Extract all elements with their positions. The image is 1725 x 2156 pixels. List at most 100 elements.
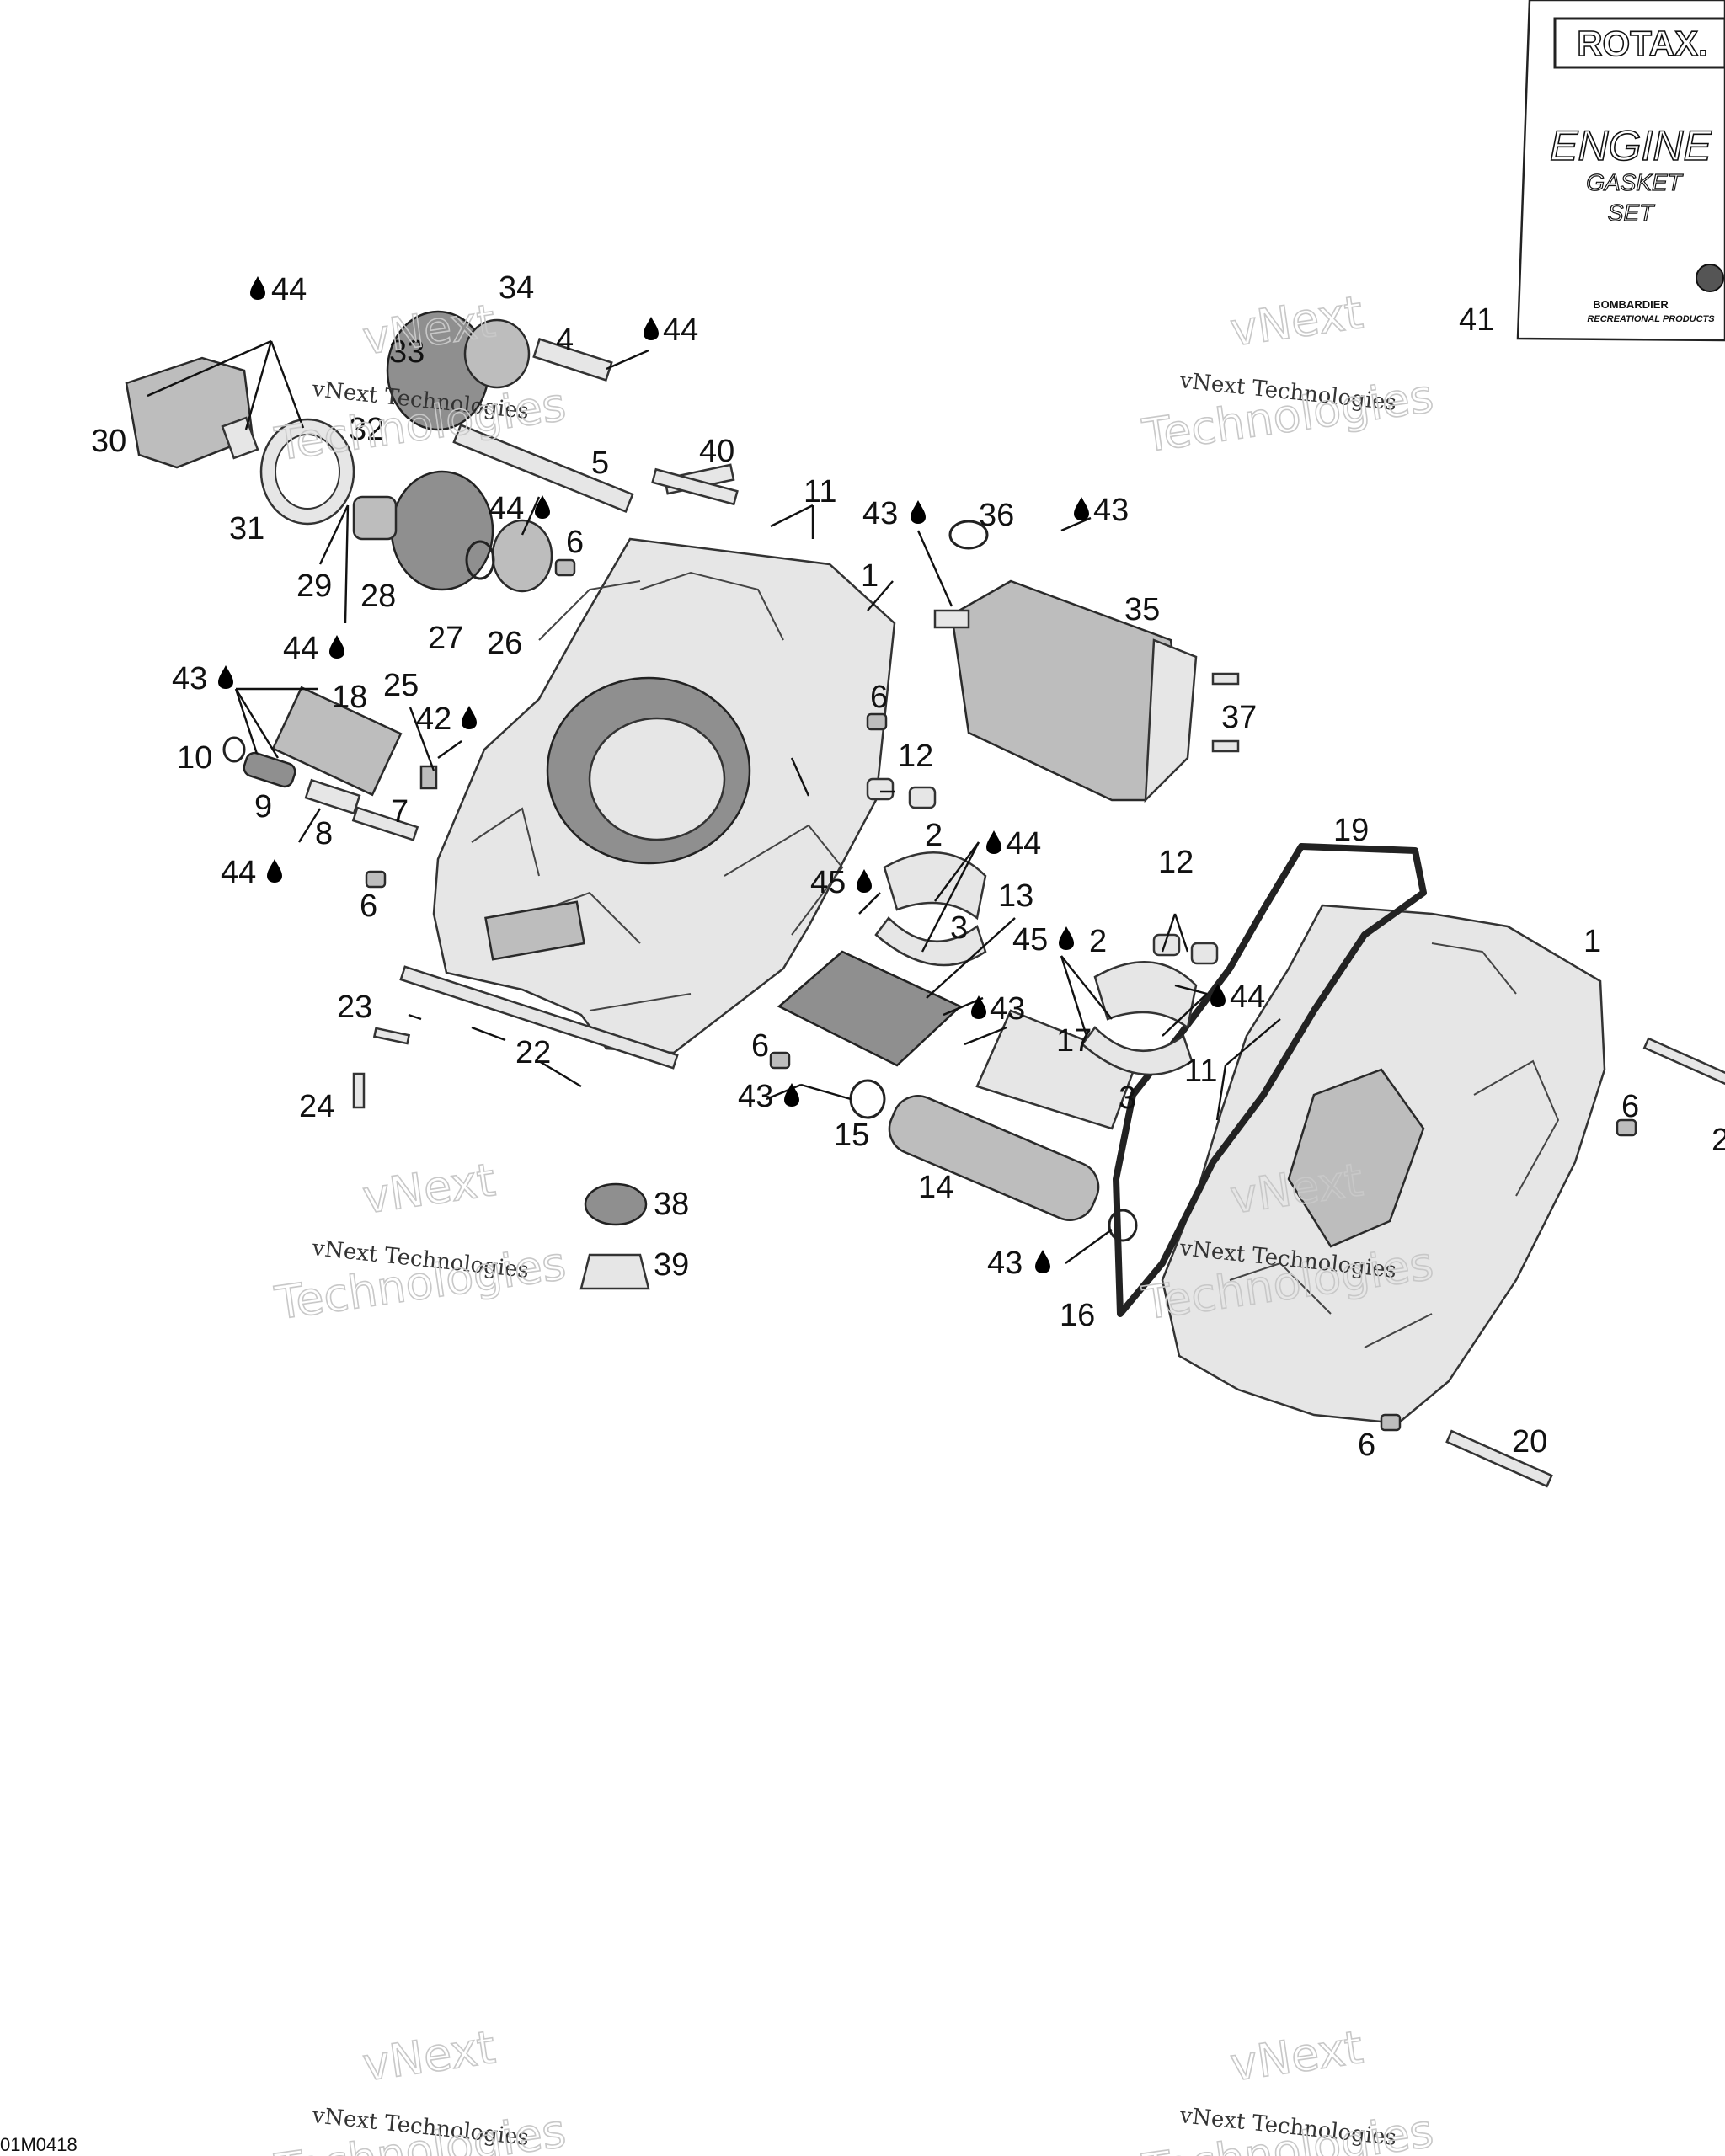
drive-gear-assembly <box>125 310 735 593</box>
callout-33: 33 <box>389 334 425 370</box>
callout-44: 44 <box>1006 826 1041 862</box>
callout-11: 11 <box>804 474 836 510</box>
callout-35: 35 <box>1124 592 1160 627</box>
callout-17: 17 <box>1056 1023 1092 1059</box>
callout-12: 12 <box>1158 845 1194 880</box>
callout-31: 31 <box>229 511 264 547</box>
callout-6: 6 <box>360 889 377 924</box>
callout-2: 2 <box>1712 1123 1725 1158</box>
callout-26: 26 <box>487 626 522 661</box>
callout-20: 20 <box>1512 1424 1547 1460</box>
oil-drop-icon <box>986 830 1001 854</box>
callout-44: 44 <box>221 855 256 890</box>
callout-23: 23 <box>337 990 372 1025</box>
oil-drop-icon <box>218 665 233 689</box>
callout-16: 16 <box>1060 1298 1095 1333</box>
gasket-set-box: ROTAX. ENGINE GASKET SET BOMBARDIER RECR… <box>1516 0 1725 342</box>
callout-29: 29 <box>296 568 332 604</box>
callout-6: 6 <box>1621 1089 1639 1124</box>
callout-43: 43 <box>1093 493 1129 528</box>
oil-drop-icon <box>857 869 872 893</box>
watermark: vNext vNext Technologies Technologies <box>1138 285 1437 463</box>
callout-43: 43 <box>987 1246 1023 1281</box>
watermark: vNext vNext Technologies Technologies <box>270 2020 569 2156</box>
callout-45: 45 <box>1012 922 1048 958</box>
callout-37: 37 <box>1221 700 1257 735</box>
callout-42: 42 <box>416 702 451 737</box>
crankcase-right-half <box>1161 904 1606 1425</box>
oil-drop-icon <box>329 635 344 659</box>
callout-1: 1 <box>861 558 879 594</box>
callout-40: 40 <box>699 434 734 469</box>
oil-drop-icon <box>267 859 282 883</box>
box-line-engine: ENGINE <box>1550 122 1712 169</box>
callout-43: 43 <box>738 1079 773 1114</box>
callout-13: 13 <box>998 878 1033 914</box>
callout-labels: 1 1 2 2 2 3 3 4 5 6 6 6 6 6 6 7 8 9 10 1… <box>91 270 1725 1463</box>
callout-8: 8 <box>315 816 333 851</box>
callout-34: 34 <box>499 270 534 306</box>
callout-44: 44 <box>1230 979 1265 1015</box>
callout-6: 6 <box>870 680 888 715</box>
watermark-line: vNext <box>1227 2020 1366 2091</box>
callout-43: 43 <box>862 496 898 531</box>
oil-drop-icon <box>1074 497 1089 520</box>
callout-36: 36 <box>979 498 1014 533</box>
box-maker-sub: RECREATIONAL PRODUCTS <box>1587 314 1715 324</box>
crankcase-left-half <box>432 537 896 1054</box>
oil-pump-parts <box>222 686 679 1290</box>
callout-30: 30 <box>91 424 126 459</box>
oil-strainer-parts <box>777 950 1139 1242</box>
crankshaft-bearings <box>874 851 1198 1076</box>
callout-15: 15 <box>834 1118 869 1153</box>
callout-39: 39 <box>654 1247 689 1283</box>
callout-45: 45 <box>810 865 846 900</box>
dowels-and-bolts <box>365 467 1725 1488</box>
watermark-line: vNext <box>1227 286 1366 356</box>
callout-6: 6 <box>751 1028 769 1064</box>
oil-drop-icon <box>1035 1250 1050 1273</box>
callout-22: 22 <box>515 1035 551 1070</box>
box-line-gasket: GASKET <box>1586 169 1683 195</box>
oil-drop-icon <box>644 317 659 340</box>
callout-32: 32 <box>349 412 384 447</box>
callout-43: 43 <box>990 991 1025 1027</box>
callout-25: 25 <box>383 668 419 703</box>
callout-3: 3 <box>1119 1081 1136 1116</box>
watermark-line: vNext <box>360 1153 499 1224</box>
oil-drop-icon <box>971 995 986 1019</box>
oil-drop-icon <box>911 500 926 524</box>
oil-drop-icon <box>1059 926 1074 950</box>
box-line-set: SET <box>1608 200 1655 226</box>
callout-4: 4 <box>556 323 574 358</box>
callout-24: 24 <box>299 1089 334 1124</box>
watermark-line: vNext <box>360 2020 499 2091</box>
callout-44: 44 <box>663 312 698 348</box>
callout-2: 2 <box>1089 924 1107 959</box>
brp-seal-icon <box>1696 264 1724 292</box>
callout-38: 38 <box>654 1187 689 1222</box>
callout-5: 5 <box>591 446 609 481</box>
callout-11: 11 <box>1184 1054 1217 1089</box>
callout-6: 6 <box>1358 1428 1375 1463</box>
oil-drop-icon <box>250 276 265 300</box>
watermark: vNext vNext Technologies Technologies <box>1138 2020 1437 2156</box>
callout-18: 18 <box>332 680 367 715</box>
watermark: vNext vNext Technologies Technologies <box>270 1152 569 1331</box>
callout-43: 43 <box>172 661 207 696</box>
callout-1: 1 <box>1583 924 1601 959</box>
callout-7: 7 <box>391 794 409 830</box>
callout-44: 44 <box>271 272 307 307</box>
crankcase-gasket <box>1113 843 1427 1317</box>
starter-motor <box>933 579 1198 803</box>
figure-code: 01M0418 <box>0 2134 77 2155</box>
callout-14: 14 <box>918 1170 953 1205</box>
callout-27: 27 <box>428 621 463 656</box>
callout-2: 2 <box>925 818 943 853</box>
oil-drop-icon <box>462 706 477 729</box>
callout-19: 19 <box>1333 813 1369 848</box>
callout-12: 12 <box>898 739 933 774</box>
rotax-logo: ROTAX. <box>1577 24 1708 63</box>
oil-drop-icon <box>535 495 550 519</box>
